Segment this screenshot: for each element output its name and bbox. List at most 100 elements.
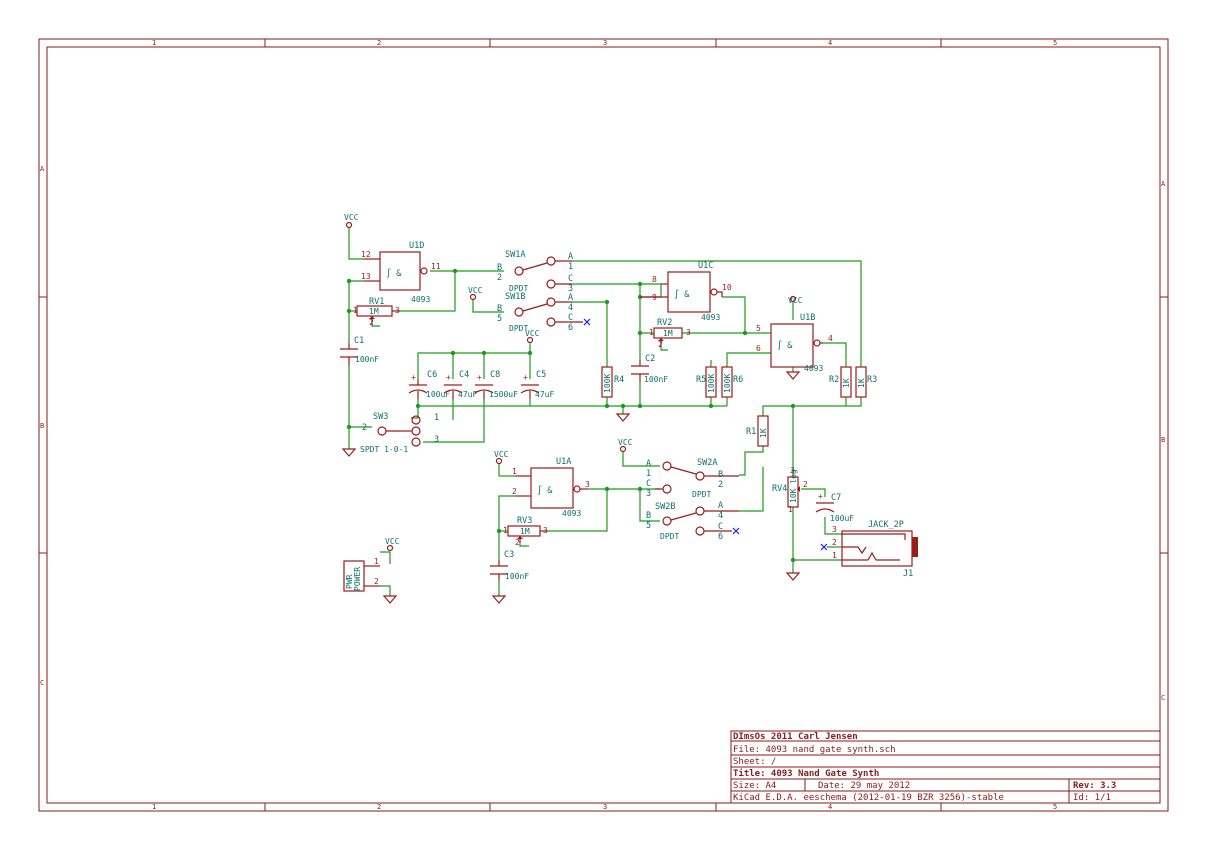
vcc-symbol: VCC: [525, 329, 540, 344]
svg-text:100K: 100K: [707, 374, 716, 393]
gate-u1a: U1A 4093 ∫ & 1 2 3: [512, 457, 590, 518]
col-label: 5: [1053, 39, 1057, 47]
svg-text:2: 2: [369, 318, 374, 327]
svg-text:+: +: [446, 373, 451, 382]
schmitt-nand-symbol: ∫ &: [674, 289, 690, 300]
svg-text:3: 3: [543, 526, 548, 535]
vcc-symbol: VCC: [468, 286, 483, 301]
schmitt-nand-symbol: ∫ &: [777, 340, 793, 351]
svg-text:R5: R5: [696, 375, 706, 385]
row-label: A: [1161, 180, 1166, 188]
svg-text:U1C: U1C: [698, 261, 713, 271]
svg-text:VCC: VCC: [788, 296, 803, 305]
svg-text:8: 8: [652, 275, 657, 284]
switch-sw1a: SW1A DPDT B2 A1 C3: [497, 250, 573, 294]
pot-rv4: 10K log RV4 321: [772, 466, 808, 514]
svg-text:R6: R6: [733, 375, 743, 385]
col-label: 4: [828, 803, 832, 811]
svg-text:47uF: 47uF: [458, 390, 477, 399]
svg-text:4: 4: [828, 334, 833, 343]
svg-text:2: 2: [497, 273, 502, 283]
svg-text:C3: C3: [504, 550, 514, 560]
svg-text:A: A: [646, 459, 651, 469]
title-block-id: Id: 1/1: [1073, 793, 1111, 803]
resistor-r5: 100K R5: [696, 366, 717, 398]
svg-text:3: 3: [686, 328, 691, 337]
svg-text:DPDT: DPDT: [509, 324, 528, 333]
svg-text:2: 2: [832, 538, 837, 547]
svg-text:3: 3: [790, 466, 795, 475]
schmitt-nand-symbol: ∫ &: [386, 268, 402, 279]
svg-text:1: 1: [832, 551, 837, 560]
cap-c4: + C4 47uF: [443, 370, 477, 399]
svg-text:1K: 1K: [857, 378, 866, 388]
svg-text:DPDT: DPDT: [692, 490, 711, 499]
cap-c3: C3 100nF: [490, 550, 529, 581]
svg-text:JACK_2P: JACK_2P: [868, 520, 904, 530]
col-label: 3: [603, 39, 607, 47]
svg-text:C6: C6: [427, 370, 437, 380]
title-block-file: File: 4093 nand gate synth.sch: [733, 745, 896, 755]
svg-text:C: C: [718, 522, 723, 532]
svg-text:3: 3: [646, 489, 651, 499]
col-label: 1: [152, 803, 156, 811]
svg-text:U1A: U1A: [556, 457, 571, 467]
svg-text:1: 1: [374, 557, 379, 566]
svg-text:+: +: [411, 373, 416, 382]
svg-text:1: 1: [649, 328, 654, 337]
resistor-r1: 1K R1: [746, 415, 769, 447]
svg-text:SW2A: SW2A: [697, 458, 717, 468]
svg-text:SPDT 1-0-1: SPDT 1-0-1: [360, 445, 408, 454]
svg-text:1500uF: 1500uF: [489, 390, 518, 399]
svg-text:DPDT: DPDT: [509, 284, 528, 293]
svg-text:C: C: [646, 479, 651, 489]
svg-text:J1: J1: [903, 569, 913, 579]
svg-text:B: B: [497, 304, 502, 314]
svg-text:4093: 4093: [804, 364, 823, 373]
ground-symbol: [491, 595, 507, 604]
svg-text:12: 12: [361, 250, 371, 259]
svg-text:RV3: RV3: [517, 516, 532, 526]
svg-text:2: 2: [718, 480, 723, 490]
svg-text:1: 1: [568, 262, 573, 272]
svg-text:+: +: [818, 492, 823, 501]
svg-text:SW1A: SW1A: [505, 250, 525, 260]
svg-text:VCC: VCC: [618, 438, 633, 447]
svg-text:5: 5: [646, 521, 651, 531]
svg-text:9: 9: [652, 293, 657, 302]
row-label: A: [40, 165, 45, 173]
svg-text:C: C: [568, 313, 573, 323]
svg-text:4: 4: [568, 303, 573, 313]
svg-text:3: 3: [832, 525, 837, 534]
svg-text:47uF: 47uF: [535, 390, 554, 399]
svg-text:2: 2: [512, 487, 517, 496]
svg-text:6: 6: [756, 344, 761, 353]
title-block-title: Title: 4093 Nand Gate Synth: [733, 768, 879, 779]
col-label: 2: [377, 803, 381, 811]
gate-u1b: U1B 4093 ∫ & 5 6 4: [756, 313, 833, 373]
svg-text:C2: C2: [645, 354, 655, 364]
row-label: C: [1161, 694, 1165, 702]
svg-text:6: 6: [718, 532, 723, 542]
svg-text:2: 2: [374, 577, 379, 586]
svg-text:6: 6: [568, 323, 573, 333]
row-label: B: [1161, 436, 1165, 444]
svg-text:C4: C4: [459, 370, 469, 380]
svg-text:1K: 1K: [842, 378, 851, 388]
svg-text:100uF: 100uF: [426, 390, 450, 399]
vcc-symbol: VCC: [494, 450, 509, 465]
svg-text:+: +: [477, 373, 482, 382]
svg-text:1M: 1M: [369, 307, 379, 316]
gate-u1c: U1C 4093 ∫ & 8 9 10: [640, 261, 732, 322]
title-block: DImsOs 2011 Carl Jensen File: 4093 nand …: [730, 730, 1161, 804]
vcc-symbol: VCC: [618, 438, 633, 453]
cap-c5: + C5 47uF: [520, 370, 554, 399]
svg-text:1M: 1M: [520, 527, 530, 536]
svg-text:3: 3: [585, 480, 590, 489]
svg-text:A: A: [568, 293, 573, 303]
svg-text:C7: C7: [831, 493, 841, 503]
